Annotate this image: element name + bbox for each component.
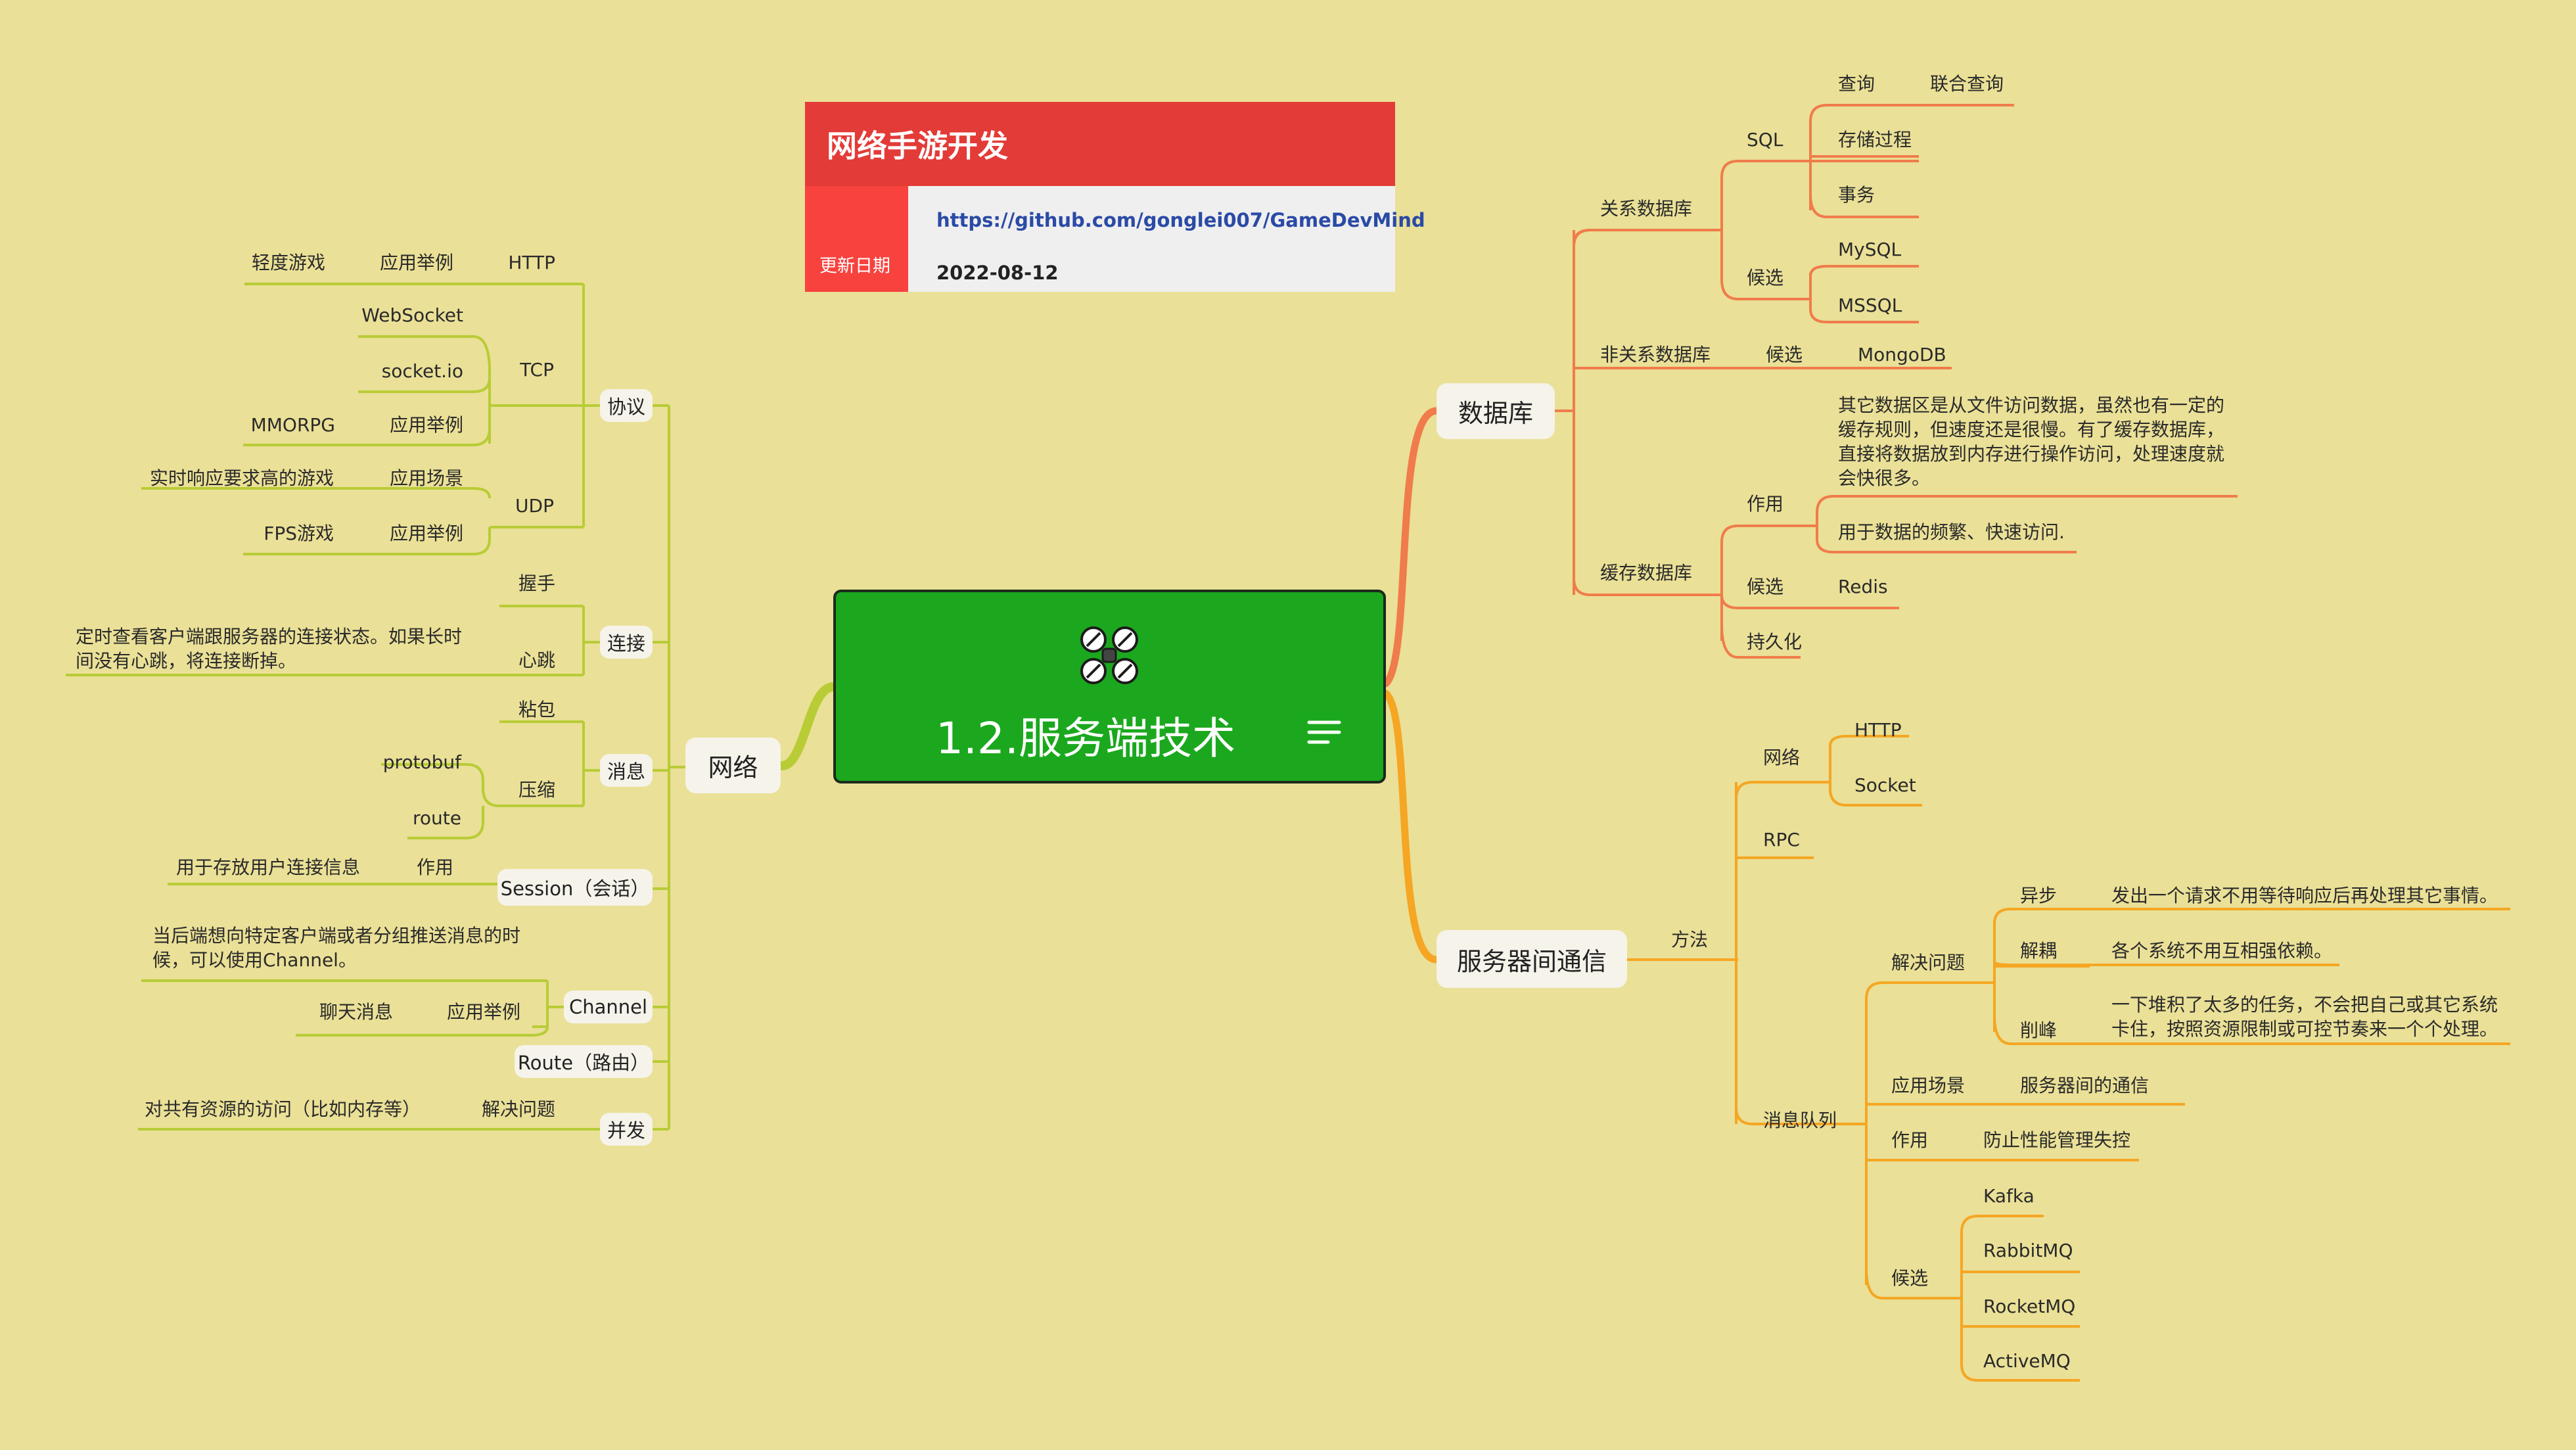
label-session-role-title: 作用 xyxy=(416,856,453,878)
label-method-socket: Socket xyxy=(1854,774,1916,796)
label-channel-example: 聊天消息 xyxy=(319,1001,393,1023)
label-websocket: WebSocket xyxy=(361,304,463,326)
label-http-example-title: 应用举例 xyxy=(379,252,453,273)
branch-line-database xyxy=(1382,407,1440,688)
label-sql: SQL xyxy=(1747,129,1783,151)
branch-line-network xyxy=(777,682,838,770)
label-channel-example-title: 应用举例 xyxy=(446,1001,520,1023)
label-handshake: 握手 xyxy=(518,573,555,594)
node-server-communication[interactable]: 服务器间通信 xyxy=(1437,930,1627,988)
central-topic[interactable]: 1.2.服务端技术 xyxy=(833,590,1386,783)
notes-icon[interactable] xyxy=(1307,719,1341,745)
node-concurrency[interactable]: 并发 xyxy=(600,1113,653,1146)
label-sticky-packet: 粘包 xyxy=(518,699,555,720)
label-udp-scene-title: 应用场景 xyxy=(389,467,463,489)
label-rabbitmq: RabbitMQ xyxy=(1983,1240,2073,1261)
label-http: HTTP xyxy=(508,252,555,273)
label-transaction: 事务 xyxy=(1838,184,1875,206)
node-channel[interactable]: Channel xyxy=(564,991,653,1023)
label-concurrency-problem-title: 解决问题 xyxy=(481,1098,555,1120)
node-message[interactable]: 消息 xyxy=(600,754,653,787)
label-udp-example-title: 应用举例 xyxy=(389,523,463,544)
label-tcp-example-title: 应用举例 xyxy=(389,414,463,436)
node-protocol[interactable]: 协议 xyxy=(600,389,653,422)
label-socketio: socket.io xyxy=(381,360,463,382)
node-connect[interactable]: 连接 xyxy=(600,626,653,659)
drone-icon xyxy=(1080,626,1138,684)
label-rpc: RPC xyxy=(1763,829,1800,851)
label-join-query: 联合查询 xyxy=(1930,73,2004,95)
label-protobuf: protobuf xyxy=(382,751,461,773)
label-mssql: MSSQL xyxy=(1838,294,1902,316)
header-card: 网络手游开发 更新日期 https://github.com/gonglei00… xyxy=(805,102,1425,292)
label-tcp-example: MMORPG xyxy=(250,414,335,436)
central-topic-title: 1.2.服务端技术 xyxy=(936,713,1235,764)
label-cache-role-use: 用于数据的频繁、快速访问. xyxy=(1838,521,2065,543)
label-mq-solve: 解决问题 xyxy=(1891,952,1966,973)
label-udp-example: FPS游戏 xyxy=(264,523,334,544)
label-heartbeat-desc: 定时查看客户端跟服务器的连接状态。如果长时间没有心跳，将连接断掉。 xyxy=(76,626,463,672)
label-mq-async-title: 异步 xyxy=(2020,885,2058,906)
header-card-body: https://github.com/gonglei007/GameDevMin… xyxy=(908,186,1425,292)
label-mq-decouple-title: 解耦 xyxy=(2020,940,2058,962)
node-route[interactable]: Route（路由） xyxy=(515,1045,653,1078)
node-network[interactable]: 网络 xyxy=(685,737,781,793)
label-mq-peak: 一下堆积了太多的任务，不会把自己或其它系统卡住，按照资源限制或可控节奏来一个个处… xyxy=(2111,994,2498,1040)
label-concurrency-problem: 对共有资源的访问（比如内存等） xyxy=(144,1098,421,1120)
label-nosql-db: 非关系数据库 xyxy=(1600,344,1711,365)
label-method: 方法 xyxy=(1671,929,1709,950)
label-mq-role-title: 作用 xyxy=(1891,1129,1929,1151)
label-udp: UDP xyxy=(515,495,554,517)
label-cache-candidates: 候选 xyxy=(1747,576,1784,597)
label-mq-async: 发出一个请求不用等待响应后再处理其它事情。 xyxy=(2111,885,2498,906)
label-compress: 压缩 xyxy=(518,779,555,801)
label-mq-role: 防止性能管理失控 xyxy=(1983,1129,2131,1151)
label-activemq: ActiveMQ xyxy=(1983,1350,2071,1372)
label-kafka: Kafka xyxy=(1983,1185,2035,1207)
label-persistence: 持久化 xyxy=(1747,631,1803,653)
label-mongodb: MongoDB xyxy=(1858,344,1946,365)
label-message-queue: 消息队列 xyxy=(1763,1110,1837,1131)
label-mysql: MySQL xyxy=(1838,239,1902,260)
label-tcp: TCP xyxy=(520,359,554,381)
header-card-title: 网络手游开发 xyxy=(827,128,1008,164)
label-channel-desc: 当后端想向特定客户端或者分组推送消息的时候，可以使用Channel。 xyxy=(152,925,521,971)
node-session[interactable]: Session（会话） xyxy=(497,869,653,906)
label-cache-db: 缓存数据库 xyxy=(1600,562,1693,584)
header-card-side xyxy=(805,186,908,292)
label-relational-db: 关系数据库 xyxy=(1600,198,1693,220)
update-date: 2022-08-12 xyxy=(936,262,1059,284)
label-method-http: HTTP xyxy=(1854,719,1902,741)
label-nosql-candidates: 候选 xyxy=(1766,344,1803,365)
label-udp-scene: 实时响应要求高的游戏 xyxy=(149,467,334,489)
label-rocketmq: RocketMQ xyxy=(1983,1296,2076,1317)
label-session-role: 用于存放用户连接信息 xyxy=(175,856,360,878)
label-mq-candidates: 候选 xyxy=(1891,1267,1929,1289)
label-mq-decouple: 各个系统不用互相强依赖。 xyxy=(2111,940,2333,962)
label-heartbeat: 心跳 xyxy=(518,649,555,671)
label-query: 查询 xyxy=(1838,73,1875,95)
label-cache-role-desc: 其它数据区是从文件访问数据，虽然也有一定的缓存规则，但速度还是很慢。有了缓存数据… xyxy=(1838,394,2225,489)
label-route: route xyxy=(413,807,461,829)
label-stored-procedure: 存储过程 xyxy=(1838,129,1912,151)
label-http-example: 轻度游戏 xyxy=(251,252,325,273)
label-cache-role-title: 作用 xyxy=(1747,493,1784,515)
label-method-network: 网络 xyxy=(1763,747,1801,768)
label-mq-scene: 服务器间的通信 xyxy=(2020,1075,2150,1096)
label-redis: Redis xyxy=(1838,576,1888,597)
label-mq-scene-title: 应用场景 xyxy=(1891,1075,1966,1096)
date-label: 更新日期 xyxy=(819,256,890,277)
header-card-title-bar: 网络手游开发 xyxy=(805,102,1395,186)
label-mq-peak-title: 削峰 xyxy=(2020,1019,2058,1041)
branch-line-server xyxy=(1382,690,1440,964)
repo-link[interactable]: https://github.com/gonglei007/GameDevMin… xyxy=(936,209,1425,231)
label-relational-candidates: 候选 xyxy=(1747,267,1784,289)
node-database[interactable]: 数据库 xyxy=(1437,383,1555,439)
